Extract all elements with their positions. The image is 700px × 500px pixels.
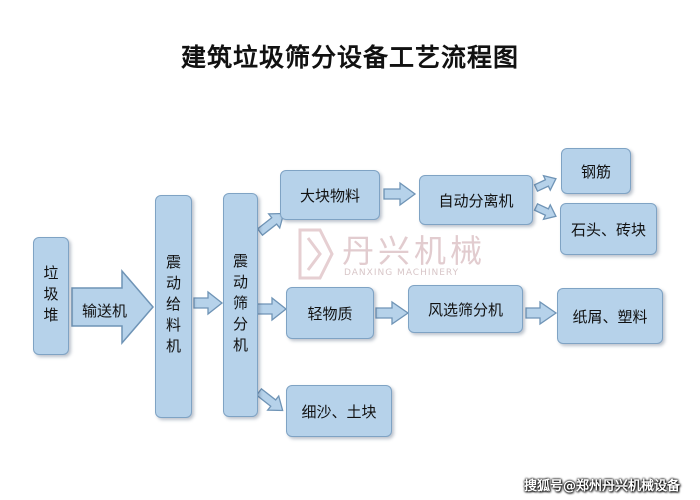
- node-paper: 纸屑、塑料: [557, 288, 663, 344]
- node-stone: 石头、砖块: [560, 203, 657, 255]
- watermark-name: 丹兴机械: [342, 232, 487, 270]
- arrow-auto-rebar: [533, 174, 557, 193]
- node-feeder: 震动给料机: [155, 195, 192, 418]
- diagram-title: 建筑垃圾筛分设备工艺流程图: [180, 43, 519, 72]
- arrow-feeder-screen: [193, 290, 224, 316]
- footer-credit: 搜狐号@郑州丹兴机械设备: [523, 479, 680, 494]
- node-wind-separator: 风选筛分机: [408, 285, 523, 333]
- arrow-light-wind: [375, 300, 410, 326]
- node-fine: 细沙、土块: [286, 385, 392, 437]
- watermark-subtitle: DANXING MACHINERY: [344, 268, 460, 278]
- arrow-wind-paper: [525, 300, 558, 326]
- watermark-logo: [298, 228, 334, 280]
- conveyor-arrow: [71, 268, 154, 346]
- arrow-screen-light: [256, 296, 288, 322]
- node-screen: 震动筛分机: [223, 193, 258, 417]
- arrow-large-auto: [383, 181, 417, 207]
- node-large: 大块物料: [280, 170, 380, 220]
- node-light: 轻物质: [286, 287, 374, 339]
- arrow-screen-fine: [255, 387, 284, 412]
- node-auto-separator: 自动分离机: [419, 175, 533, 225]
- node-pile: 垃圾堆: [33, 237, 69, 355]
- node-conveyor-label: 输送机: [82, 302, 128, 320]
- node-rebar: 钢筋: [561, 148, 631, 194]
- arrow-screen-large: [256, 212, 285, 237]
- arrow-auto-stone: [533, 202, 557, 221]
